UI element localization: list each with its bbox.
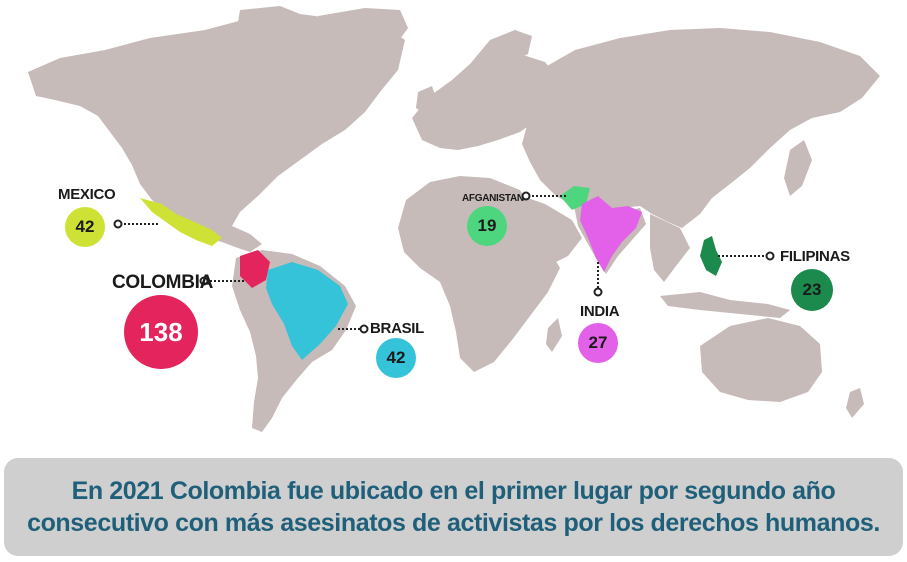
filipinas-value-bubble: 23 [791,269,833,311]
brasil-value: 42 [386,348,406,367]
mexico-leader-dot [113,219,123,229]
india-value: 27 [588,333,608,352]
north-america-landmass [28,14,405,252]
afganistan-leader-dot [521,191,531,201]
colombia-value-bubble: 138 [124,295,198,369]
australia-landmass [700,318,822,402]
afganistan-value: 19 [477,216,497,235]
africa-landmass [398,176,560,372]
filipinas-value: 23 [802,280,822,299]
mexico-label: MEXICO [58,186,116,203]
world-map [28,6,880,432]
india-label: INDIA [580,303,620,320]
british-isles [416,86,438,116]
leader-lines [120,195,768,330]
mexico-shape [140,198,222,246]
greenland-landmass [318,8,408,78]
world-map-area: MEXICO COLOMBIA BRASIL AFGANISTAN INDIA … [28,6,880,432]
caption-text: En 2021 Colombia fue ubicado en el prime… [27,477,880,537]
mexico-value-bubble: 42 [65,207,105,247]
scandinavia-landmass [470,30,532,68]
india-value-bubble: 27 [578,323,618,363]
indonesia-islands [660,292,790,318]
filipinas-shape [700,236,722,276]
india-leader-dot [593,287,603,297]
afganistan-label: AFGANISTAN [462,193,524,204]
colombia-label: COLOMBIA [112,272,214,293]
india-shape [580,196,642,272]
mexico-value: 42 [75,217,95,236]
southeast-asia-landmass [650,214,690,282]
arctic-islands [238,6,300,30]
caption-box: En 2021 Colombia fue ubicado en el prime… [4,458,903,556]
colombia-value: 138 [139,316,183,347]
leader-endpoints [113,191,775,334]
madagascar-island [546,318,562,352]
afganistan-value-bubble: 19 [467,206,507,246]
brasil-leader-dot [359,324,369,334]
filipinas-label: FILIPINAS [780,248,850,265]
colombia-shape [240,250,270,288]
asia-landmass [522,28,880,228]
japan-islands [784,140,812,196]
colombia-leader-dot [199,276,209,286]
brasil-shape [266,262,348,360]
filipinas-leader-dot [765,251,775,261]
brasil-value-bubble: 42 [376,338,416,378]
new-zealand-islands [846,388,864,418]
europe-landmass [412,54,560,150]
brasil-label: BRASIL [370,320,425,337]
